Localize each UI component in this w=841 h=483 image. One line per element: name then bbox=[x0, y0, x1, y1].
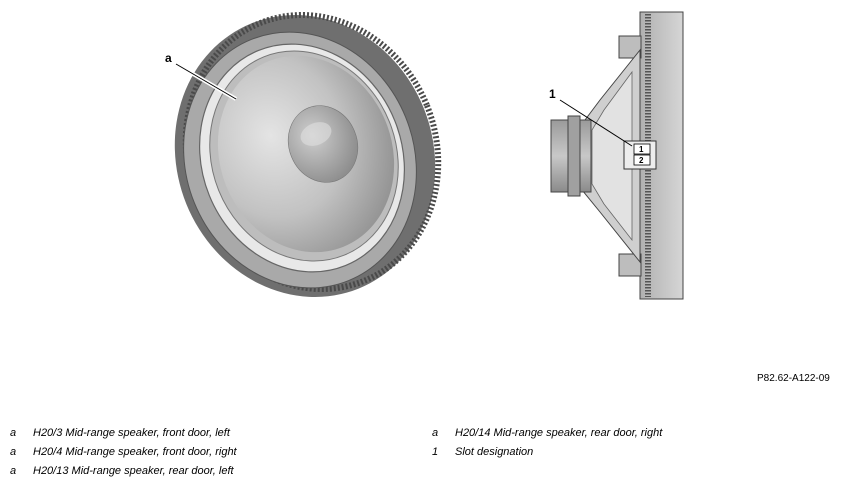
mounting-tab-top bbox=[618, 35, 642, 59]
legend-key: a bbox=[10, 464, 17, 477]
callout-1: 1 bbox=[549, 87, 633, 147]
legend-item: a H20/3 Mid-range speaker, front door, l… bbox=[10, 423, 237, 442]
legend-item: a H20/13 Mid-range speaker, rear door, l… bbox=[10, 461, 237, 480]
legend-text: H20/4 Mid-range speaker, front door, rig… bbox=[33, 445, 237, 458]
speaker-basket-inner bbox=[591, 70, 633, 242]
speaker-diagram: a 1 2 1 bbox=[165, 11, 684, 300]
legend-text: H20/3 Mid-range speaker, front door, lef… bbox=[33, 426, 230, 439]
callout-1-leader bbox=[559, 99, 633, 147]
speaker-side-view: 1 2 bbox=[550, 11, 684, 300]
figure-identifier: P82.62-A122-09 bbox=[757, 373, 830, 384]
slot-label-2: 2 bbox=[639, 156, 644, 165]
connector-slot-2 bbox=[633, 154, 651, 166]
callout-a-label: a bbox=[165, 51, 172, 65]
legend-item: 1 Slot designation bbox=[432, 442, 662, 461]
legend-item: a H20/4 Mid-range speaker, front door, r… bbox=[10, 442, 237, 461]
callout-1-label: 1 bbox=[549, 87, 556, 101]
speaker-dust-cap bbox=[287, 105, 359, 183]
speaker-front-view bbox=[174, 12, 442, 297]
legend-key: a bbox=[10, 426, 17, 439]
legend-text: H20/14 Mid-range speaker, rear door, rig… bbox=[455, 426, 663, 439]
legend-key: 1 bbox=[432, 445, 439, 458]
callout-a-leader bbox=[175, 63, 237, 100]
mounting-tab-bottom bbox=[618, 253, 642, 277]
speaker-dust-cap-highlight bbox=[300, 122, 332, 146]
speaker-magnet-ring bbox=[567, 115, 581, 197]
legend-text: H20/13 Mid-range speaker, rear door, lef… bbox=[33, 464, 234, 477]
legend-key: a bbox=[432, 426, 439, 439]
legend-left: a H20/3 Mid-range speaker, front door, l… bbox=[10, 423, 237, 480]
callout-a: a bbox=[165, 51, 238, 101]
legend-key: a bbox=[10, 445, 17, 458]
legend-text: Slot designation bbox=[455, 445, 534, 458]
legend-right: a H20/14 Mid-range speaker, rear door, r… bbox=[432, 423, 662, 461]
connector-slot-1 bbox=[633, 143, 651, 155]
slot-label-1: 1 bbox=[639, 145, 644, 154]
legend-item: a H20/14 Mid-range speaker, rear door, r… bbox=[432, 423, 662, 442]
